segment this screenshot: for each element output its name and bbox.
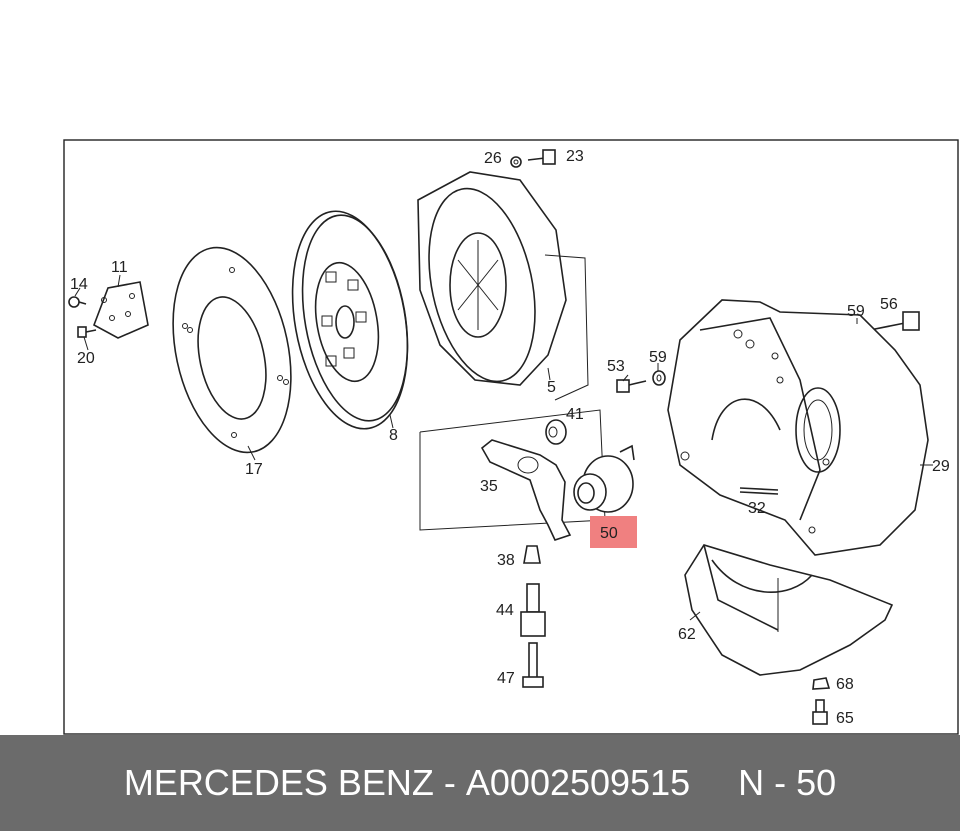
bolt-part-53 (616, 379, 647, 393)
label-part-8: 8 (389, 427, 398, 444)
label-part-62: 62 (678, 626, 696, 643)
label-part-65: 65 (836, 710, 854, 727)
release-bearing-part-50 (573, 444, 635, 513)
label-part-44: 44 (496, 602, 514, 619)
bolt-part-23 (527, 149, 556, 165)
label-part-53: 53 (607, 358, 625, 375)
label-part-5: 5 (547, 379, 556, 396)
stud-part-44 (520, 583, 546, 637)
label-part-26: 26 (484, 150, 502, 167)
part-number: A0002509515 (465, 762, 691, 803)
label-part-23: 23 (566, 148, 584, 165)
bracket-part-11 (93, 281, 149, 339)
bolt-part-47 (522, 642, 544, 688)
pin-part-14 (68, 296, 87, 308)
diagram-frame (63, 139, 959, 735)
label-part-11: 11 (111, 259, 128, 276)
label-part-68: 68 (836, 676, 854, 693)
flywheel-plate-part-17 (172, 246, 292, 454)
label-part-50: 50 (600, 525, 618, 542)
bolt-part-65 (812, 699, 828, 725)
pressure-plate-part-5 (417, 171, 589, 401)
highlight-box-part-50 (590, 516, 637, 548)
clutch-disc-part-8 (291, 210, 409, 430)
stud-part-32 (739, 487, 779, 495)
pivot-part-41 (545, 419, 567, 445)
washer-part-59-lower (652, 370, 666, 386)
label-part-20: 20 (77, 350, 95, 367)
bell-housing-part-29 (667, 299, 929, 556)
part-caption-bar: MERCEDES BENZ - A0002509515 N - 50 (0, 735, 960, 831)
label-part-47: 47 (497, 670, 515, 687)
label-part-59-upper: 59 (847, 303, 865, 320)
label-part-14: 14 (70, 276, 88, 293)
release-fork-part-35 (480, 439, 572, 541)
label-part-56: 56 (880, 296, 898, 313)
label-part-29: 29 (932, 458, 950, 475)
leader-lines (74, 274, 933, 621)
cap-part-38 (523, 545, 541, 564)
label-part-32: 32 (748, 500, 766, 517)
label-part-35: 35 (480, 478, 498, 495)
brand-name: MERCEDES BENZ (123, 762, 434, 803)
diagram-position: N - 50 (738, 762, 837, 803)
cover-pan-part-62 (684, 544, 894, 676)
washer-part-26 (510, 156, 522, 168)
label-part-59-lower: 59 (649, 349, 667, 366)
bolt-part-20 (77, 326, 97, 338)
label-part-38: 38 (497, 552, 515, 569)
caption-separator: - (443, 762, 456, 803)
bolt-part-56 (869, 311, 920, 331)
label-part-17: 17 (245, 461, 263, 478)
washer-part-68 (812, 677, 831, 690)
label-part-41: 41 (566, 406, 584, 423)
